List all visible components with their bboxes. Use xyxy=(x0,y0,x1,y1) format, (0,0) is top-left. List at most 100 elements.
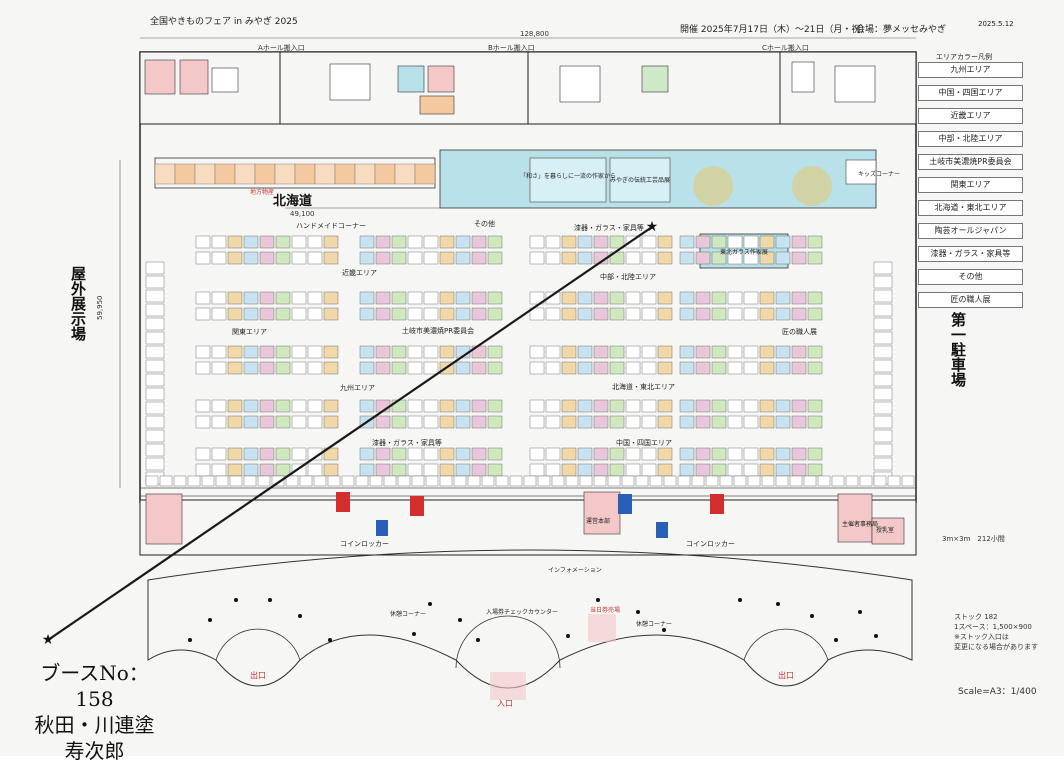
booth-cell xyxy=(641,399,657,413)
booth-cell xyxy=(259,345,275,359)
pillar-dot xyxy=(458,618,462,622)
booth-cell xyxy=(487,361,503,375)
booth-cell xyxy=(455,291,471,305)
booth-cell xyxy=(145,317,165,331)
booth-cell xyxy=(679,307,695,321)
booth-cell xyxy=(775,345,791,359)
booth-cell xyxy=(439,251,455,265)
miyagi-label: みやぎの伝統工芸品展 xyxy=(610,176,670,184)
booth-cell xyxy=(407,307,423,321)
pillar-dot xyxy=(428,602,432,606)
bottom-corridor xyxy=(139,499,917,556)
pillar-dot xyxy=(636,610,640,614)
booth-cell xyxy=(359,251,375,265)
booth-cell xyxy=(307,399,323,413)
booth-cell xyxy=(487,399,503,413)
booth-cell xyxy=(275,307,291,321)
booth-cell xyxy=(243,361,259,375)
booth-cell xyxy=(145,275,165,289)
booth-cell xyxy=(759,307,775,321)
legend-item: 土岐市美濃焼PR委員会 xyxy=(918,154,1023,170)
booth-cell xyxy=(545,361,561,375)
booth-cell xyxy=(487,307,503,321)
booth-cell xyxy=(407,235,423,249)
booth-cell xyxy=(195,447,211,461)
booth-cell xyxy=(873,359,893,373)
booth-cell xyxy=(625,291,641,305)
booth-cell xyxy=(423,463,439,477)
booth-cell xyxy=(775,307,791,321)
booth-cell xyxy=(561,291,577,305)
booth-cell xyxy=(561,235,577,249)
booth-cell xyxy=(145,359,165,373)
booth-cell xyxy=(711,361,727,375)
booth-cell xyxy=(173,475,187,487)
booth-cell xyxy=(791,399,807,413)
booth-cell xyxy=(711,251,727,265)
booth-cell xyxy=(695,291,711,305)
booth-cell xyxy=(455,235,471,249)
booth-cell xyxy=(294,163,316,185)
booth-cell xyxy=(625,235,641,249)
booth-cell xyxy=(369,475,383,487)
hall-b-entry-label: Bホール搬入口 xyxy=(488,43,535,52)
kanto-label: 関東エリア xyxy=(232,327,267,336)
booth-cell xyxy=(641,307,657,321)
booth-cell xyxy=(657,307,673,321)
booth-cell xyxy=(523,475,537,487)
booth-cell xyxy=(635,475,649,487)
booth-cell xyxy=(271,475,285,487)
booth-cell xyxy=(145,475,159,487)
booth-cell xyxy=(759,251,775,265)
booth-grid xyxy=(145,235,915,487)
booth-cell xyxy=(145,289,165,303)
booth-cell xyxy=(307,361,323,375)
booth-cell xyxy=(695,307,711,321)
booth-cell xyxy=(727,235,743,249)
booth-cell xyxy=(759,463,775,477)
booth-cell xyxy=(243,307,259,321)
booth-cell xyxy=(593,307,609,321)
booth-cell xyxy=(145,345,165,359)
booth-cell xyxy=(455,251,471,265)
booth-cell xyxy=(695,251,711,265)
legend-title: エリアカラー凡例 xyxy=(936,53,992,61)
booth-cell xyxy=(307,345,323,359)
booth-cell xyxy=(359,447,375,461)
booth-cell xyxy=(407,463,423,477)
coin-locker-2-label: コインロッカー xyxy=(686,540,735,548)
sonota-label: その他 xyxy=(474,219,495,228)
hokkaido-label: 北海道 xyxy=(273,193,312,209)
booth-cell xyxy=(195,399,211,413)
booth-cell xyxy=(211,307,227,321)
booth-cell xyxy=(711,415,727,429)
booth-cell xyxy=(423,399,439,413)
booth-cell xyxy=(145,387,165,401)
booth-cell xyxy=(657,447,673,461)
booth-cell xyxy=(565,475,579,487)
booth-cell xyxy=(211,447,227,461)
booth-cell xyxy=(561,361,577,375)
booth-cell xyxy=(495,475,509,487)
booth-cell xyxy=(759,291,775,305)
booth-cell xyxy=(545,447,561,461)
booth-cell xyxy=(374,163,396,185)
booth-cell xyxy=(791,235,807,249)
pillar-dot xyxy=(858,610,862,614)
booth-cell xyxy=(195,463,211,477)
booth-cell xyxy=(201,475,215,487)
booth-cell xyxy=(275,251,291,265)
booth-cell xyxy=(625,399,641,413)
booth-cell xyxy=(711,307,727,321)
booth-cell xyxy=(227,399,243,413)
booth-cell xyxy=(211,463,227,477)
booth-cell xyxy=(695,463,711,477)
booth-cell xyxy=(529,447,545,461)
booth-cell xyxy=(759,361,775,375)
booth-cell xyxy=(323,361,339,375)
booth-cell xyxy=(375,251,391,265)
booth-cell xyxy=(807,345,823,359)
booth-cell xyxy=(873,331,893,345)
booth-cell xyxy=(545,463,561,477)
pillars xyxy=(188,598,878,642)
